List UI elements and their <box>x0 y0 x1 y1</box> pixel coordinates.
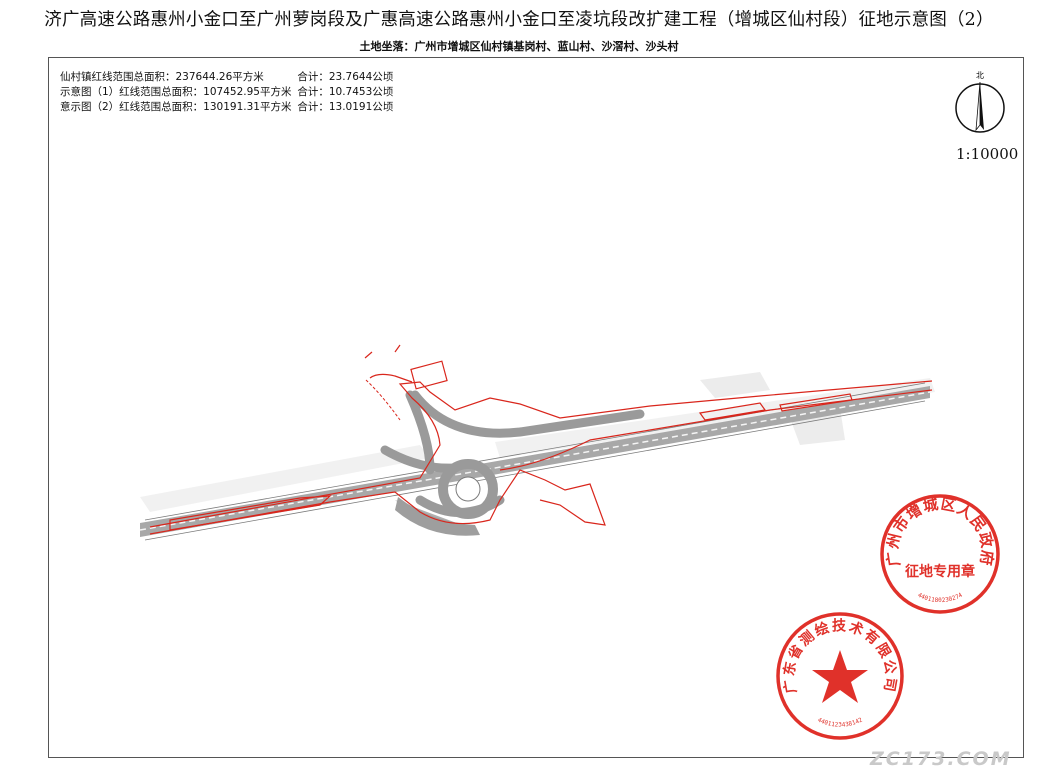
stat-label: 仙村镇红线范围总面积：237644.26平方米 <box>60 71 264 83</box>
highway-mainline <box>139 382 931 541</box>
terrain-texture <box>140 372 935 512</box>
seal-survey-code: 4401123438142 <box>816 716 864 728</box>
svg-text:4401180230274: 4401180230274 <box>916 592 963 605</box>
stat-row-total: 仙村镇红线范围总面积：237644.26平方米 合计：23.7644公顷 <box>60 70 393 85</box>
map-scale: 1:10000 <box>956 145 1019 163</box>
acquisition-boundary <box>149 344 933 535</box>
land-location: 土地坐落：广州市增城区仙村镇基岗村、蓝山村、沙滘村、沙头村 <box>359 40 679 53</box>
seal-gov-center: 征地专用章 <box>905 563 975 580</box>
svg-text:4401123438142: 4401123438142 <box>816 716 864 728</box>
star-icon <box>812 650 868 703</box>
government-seal: 广州市增城区人民政府 征地专用章 4401180230274 <box>880 494 1000 614</box>
stat-row-map2: 意示图（2）红线范围总面积：130191.31平方米 合计：13.0191公顷 <box>60 100 393 115</box>
area-statistics: 仙村镇红线范围总面积：237644.26平方米 合计：23.7644公顷 示意图… <box>60 70 393 115</box>
map-frame <box>48 57 1024 758</box>
map-title: 济广高速公路惠州小金口至广州萝岗段及广惠高速公路惠州小金口至凌坑段改扩建工程（增… <box>44 10 994 30</box>
stat-label: 示意图（1）红线范围总面积：107452.95平方米 <box>60 86 292 98</box>
stat-label: 意示图（2）红线范围总面积：130191.31平方米 <box>60 101 292 113</box>
stat-row-map1: 示意图（1）红线范围总面积：107452.95平方米 合计：10.7453公顷 <box>60 85 393 100</box>
roundabout <box>438 459 498 519</box>
site-watermark: ZC173.COM <box>870 748 1012 770</box>
stat-total: 合计：13.0191公顷 <box>297 101 394 113</box>
survey-company-seal: 广东省测绘技术有限公司 4401123438142 <box>776 612 904 740</box>
north-arrow-icon: 北 <box>955 71 1005 133</box>
north-label: 北 <box>976 71 984 80</box>
stat-total: 合计：10.7453公顷 <box>297 86 394 98</box>
svg-text:广州市增城区人民政府: 广州市增城区人民政府 <box>883 495 996 568</box>
stat-total: 合计：23.7644公顷 <box>297 71 394 83</box>
seal-gov-code: 4401180230274 <box>916 592 963 605</box>
seal-gov-text: 广州市增城区人民政府 <box>883 495 995 568</box>
